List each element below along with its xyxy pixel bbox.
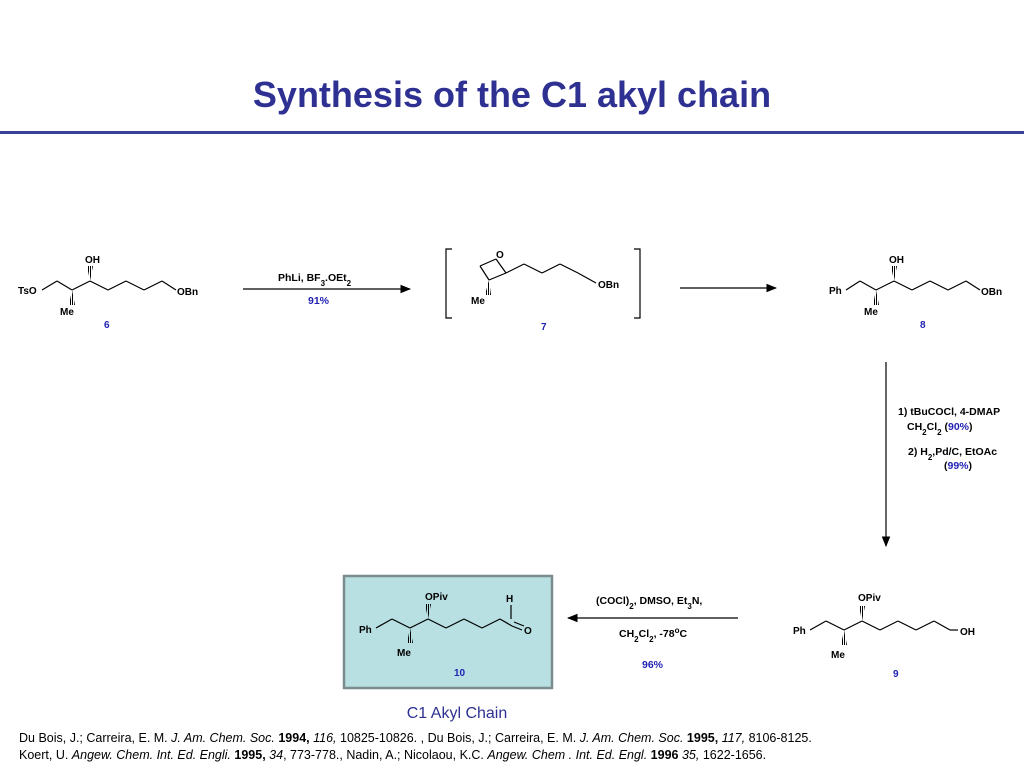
c7-obn-label: OBn xyxy=(598,280,619,291)
compound-6-number: 6 xyxy=(104,320,110,331)
ref1-journal: J. Am. Chem. Soc. xyxy=(171,731,275,745)
ref3-authors: Koert, U. xyxy=(19,748,72,762)
step3b-yield: (99%) xyxy=(944,460,972,472)
c8-ph-label: Ph xyxy=(829,286,842,297)
product-caption: C1 Akyl Chain xyxy=(406,705,508,722)
ref4-authors: Nadin, A.; Nicolaou, K.C. xyxy=(346,748,488,762)
ref1-volume: 116, xyxy=(313,731,337,745)
c8-obn-label: OBn xyxy=(981,287,1002,298)
compound-10 xyxy=(375,604,525,643)
ref3-journal: Angew. Chem. Int. Ed. Engli. xyxy=(71,748,231,762)
ref2-authors: Du Bois, J.; Carreira, E. M. xyxy=(427,731,580,745)
c9-oh-label: OH xyxy=(960,627,975,638)
ref2-journal: J. Am. Chem. Soc. xyxy=(579,731,684,745)
ref2-year: 1995, xyxy=(686,731,719,745)
step1-reagents: PhLi, BF3.OEt2 xyxy=(278,272,352,288)
ref3-volume: 34 xyxy=(269,748,284,762)
ref4-pages: 1622-1656. xyxy=(702,748,767,762)
step3a-solvent-yield: CH2Cl2 (90%) xyxy=(907,421,973,437)
compound-7 xyxy=(479,258,597,295)
c10-me-label: Me xyxy=(397,648,411,659)
c8-me-label: Me xyxy=(864,307,878,318)
ref2-pages: 8106-8125. xyxy=(748,731,812,745)
c10-o-label: O xyxy=(524,626,532,637)
reference-line-2: Koert, U. Angew. Chem. Int. Ed. Engli. 1… xyxy=(19,747,1019,764)
step3a-reagents: 1) tBuCOCl, 4-DMAP xyxy=(898,406,1000,418)
step4-reagents: (COCl)2, DMSO, Et3N, xyxy=(596,595,702,611)
c7-me-label: Me xyxy=(471,296,485,307)
c10-ph-label: Ph xyxy=(359,625,372,636)
ref4-journal: Angew. Chem . Int. Ed. Engl. xyxy=(487,748,648,762)
c10-opiv-label: OPiv xyxy=(425,592,448,603)
compound-8 xyxy=(845,266,981,305)
ref2-volume: 117, xyxy=(721,731,746,745)
ref1-authors: Du Bois, J.; Carreira, E. M. xyxy=(19,731,172,745)
ref1-year: 1994, xyxy=(278,731,310,745)
ref1-pages: 10825-10826. , xyxy=(340,731,428,745)
compound-8-number: 8 xyxy=(920,320,926,331)
c9-ph-label: Ph xyxy=(793,626,806,637)
reference-line-1: Du Bois, J.; Carreira, E. M. J. Am. Chem… xyxy=(19,730,1019,747)
step4-yield: 96% xyxy=(642,659,664,671)
compound-7-number: 7 xyxy=(541,322,547,333)
compound-9 xyxy=(809,606,958,645)
step4-conditions: CH2Cl2, -78oC xyxy=(619,626,687,644)
compound-6 xyxy=(41,266,177,305)
c10-h-label: H xyxy=(506,594,513,605)
product-highlight-box xyxy=(342,574,554,690)
c9-opiv-label: OPiv xyxy=(858,593,881,604)
ref3-year: 1995, xyxy=(234,748,266,762)
c7-o-label: O xyxy=(496,250,504,261)
compound-10-number: 10 xyxy=(454,668,466,679)
ref4-volume: 35, xyxy=(681,748,700,762)
intermediate-brackets xyxy=(445,248,641,319)
c9-me-label: Me xyxy=(831,650,845,661)
c6-me-label: Me xyxy=(60,307,74,318)
title-divider xyxy=(0,131,1024,134)
c6-tso-label: TsO xyxy=(18,286,37,297)
step1-yield: 91% xyxy=(308,295,330,307)
slide-title: Synthesis of the C1 akyl chain xyxy=(252,74,772,115)
c6-obn-label: OBn xyxy=(177,287,198,298)
c8-oh-label: OH xyxy=(889,255,904,266)
ref4-year: 1996 xyxy=(650,748,679,762)
ref3-pages: , 773-778., xyxy=(283,748,347,762)
compound-9-number: 9 xyxy=(893,669,899,680)
references: Du Bois, J.; Carreira, E. M. J. Am. Chem… xyxy=(19,730,1019,764)
c6-oh-label: OH xyxy=(85,255,100,266)
